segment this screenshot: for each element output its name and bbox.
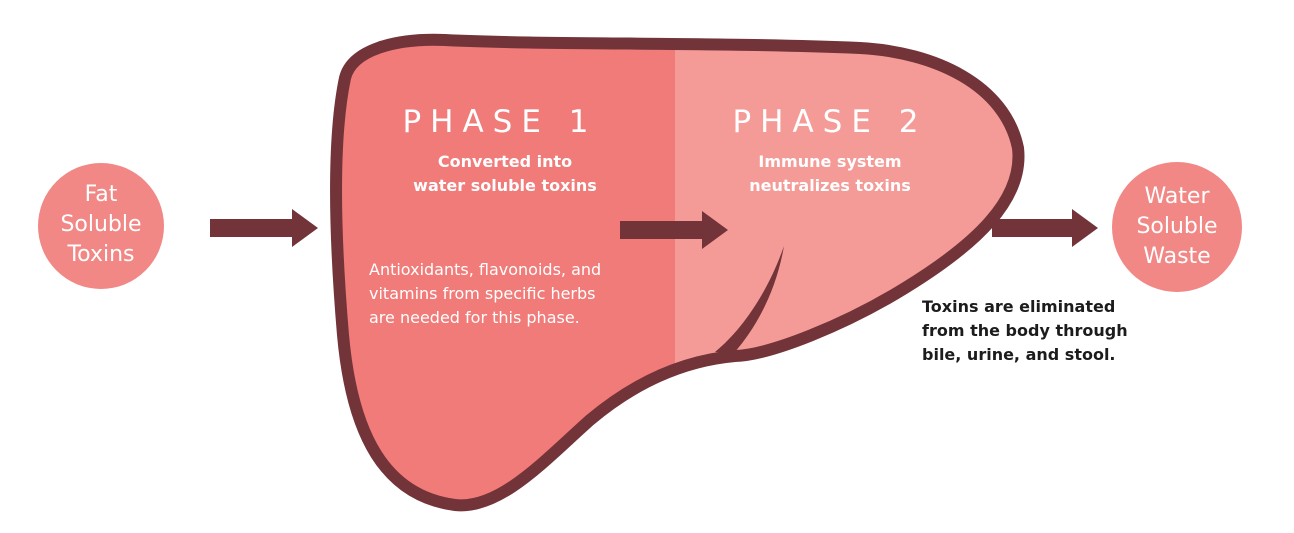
phase1-subtitle: Converted into water soluble toxins xyxy=(365,150,645,198)
elimination-note-line: Toxins are eliminated xyxy=(922,297,1116,316)
phase1-note-line: vitamins from specific herbs xyxy=(369,284,596,303)
input-label-line: Fat xyxy=(84,182,118,207)
phase1-subtitle-line: water soluble toxins xyxy=(413,176,597,195)
phase1-subtitle-line: Converted into xyxy=(437,152,573,171)
input-label-line: Soluble xyxy=(60,212,142,237)
phase2-subtitle: Immune system neutralizes toxins xyxy=(700,150,960,198)
output-circle xyxy=(1112,162,1242,292)
elimination-note-line: from the body through xyxy=(922,321,1128,340)
output-label: Water Soluble Waste xyxy=(1117,182,1237,272)
phase1-title: PHASE 1 xyxy=(402,104,598,140)
elimination-note-line: bile, urine, and stool. xyxy=(922,345,1116,364)
input-label: Fat Soluble Toxins xyxy=(41,180,161,270)
output-label-line: Water xyxy=(1144,184,1210,209)
phase2-title: PHASE 2 xyxy=(732,104,928,140)
elimination-note: Toxins are eliminated from the body thro… xyxy=(922,295,1182,367)
phase1-note: Antioxidants, flavonoids, and vitamins f… xyxy=(369,258,669,330)
input-circle xyxy=(38,163,164,289)
liver-fissure xyxy=(715,246,784,353)
output-label-line: Waste xyxy=(1143,244,1211,269)
input-label-line: Toxins xyxy=(67,242,135,267)
phase2-subtitle-line: neutralizes toxins xyxy=(749,176,911,195)
phase1-note-line: are needed for this phase. xyxy=(369,308,580,327)
output-label-line: Soluble xyxy=(1136,214,1218,239)
arrow-phase2-to-output xyxy=(992,209,1098,247)
arrow-input-to-phase1 xyxy=(210,209,318,247)
phase2-subtitle-line: Immune system xyxy=(758,152,902,171)
phase1-note-line: Antioxidants, flavonoids, and xyxy=(369,260,602,279)
arrow-phase1-to-phase2 xyxy=(620,211,728,249)
